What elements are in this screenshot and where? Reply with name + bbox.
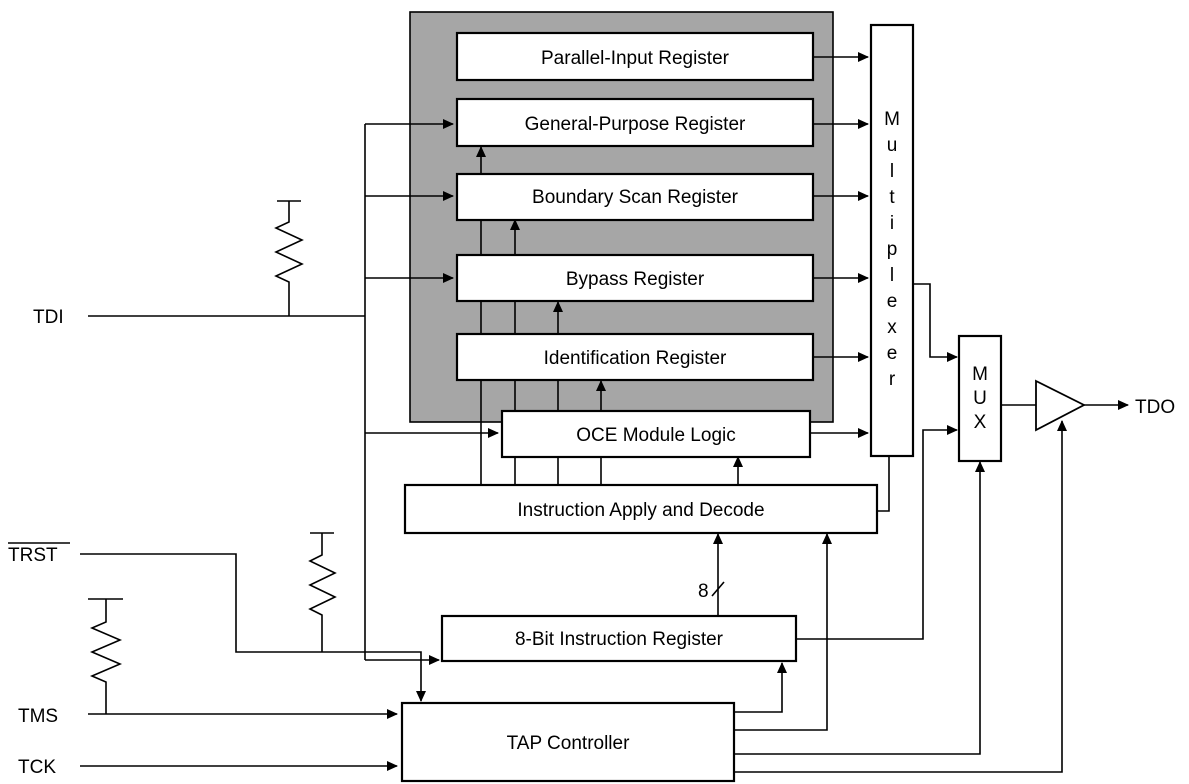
multiplexer-letter: t [889,187,895,208]
identification-register-label: Identification Register [544,348,727,369]
instruction-register-label: 8-Bit Instruction Register [515,629,724,650]
mux-box [957,334,1003,463]
tap-to-mux [734,461,985,755]
tdo-pin-label: TDO [1135,397,1175,418]
tap-to-decode [734,533,832,731]
instruction-register-box [440,614,798,663]
trst-pullup [308,532,337,652]
tms-pullup [88,598,123,714]
bypass-register-box [455,253,815,303]
mux-label: MUX [972,364,988,433]
multiplexer-letter: u [887,135,898,156]
identification-register-box [455,332,815,382]
boundary-scan-register-label: Boundary Scan Register [532,187,739,208]
parallel-input-register-label: Parallel-Input Register [541,48,730,69]
trst-line [80,553,426,702]
tck-pin-label: TCK [18,757,56,778]
tap-to-ir [734,662,787,713]
trst-pin-label: TRST [8,545,58,566]
multiplexer-letter: r [889,369,896,390]
ir-to-mux [796,425,958,640]
tms-pin-label: TMS [18,706,58,727]
tap-to-buffer [734,420,1067,773]
bus-width-label: 8 [698,581,709,602]
multiplexer-letter: e [887,343,898,364]
multiplexer-letter: l [890,265,894,286]
mux-letter: U [973,388,987,409]
bypass-register-label: Bypass Register [566,269,705,290]
multiplexer-letter: l [890,161,894,182]
instruction-decode-box [403,483,879,535]
tdi-pin-label: TDI [33,307,64,328]
multiplexer-to-mux [903,283,958,362]
bus-slash [711,581,725,597]
multiplexer-letter: p [887,239,898,260]
boundary-scan-register-box [455,172,815,222]
tap-controller-box [400,701,736,783]
multiplexer-letter: e [887,291,898,312]
multiplexer-letter: x [887,317,897,338]
tap-controller-label: TAP Controller [507,733,631,754]
general-purpose-register-box [455,97,815,148]
instruction-decode-label: Instruction Apply and Decode [517,500,764,521]
parallel-input-register-box [455,31,815,82]
tdi-pullup [274,200,304,316]
multiplexer-box [869,23,915,458]
output-buffer-triangle [1035,379,1086,432]
oce-module-logic-box [500,409,812,459]
mux-letter: M [972,364,988,385]
general-purpose-register-label: General-Purpose Register [525,114,746,135]
multiplexer-letter: M [884,109,900,130]
oce-module-logic-label: OCE Module Logic [576,425,735,446]
multiplexer-letter: i [890,213,894,234]
mux-letter: X [974,412,987,433]
decode-to-multiplexer [877,456,890,512]
